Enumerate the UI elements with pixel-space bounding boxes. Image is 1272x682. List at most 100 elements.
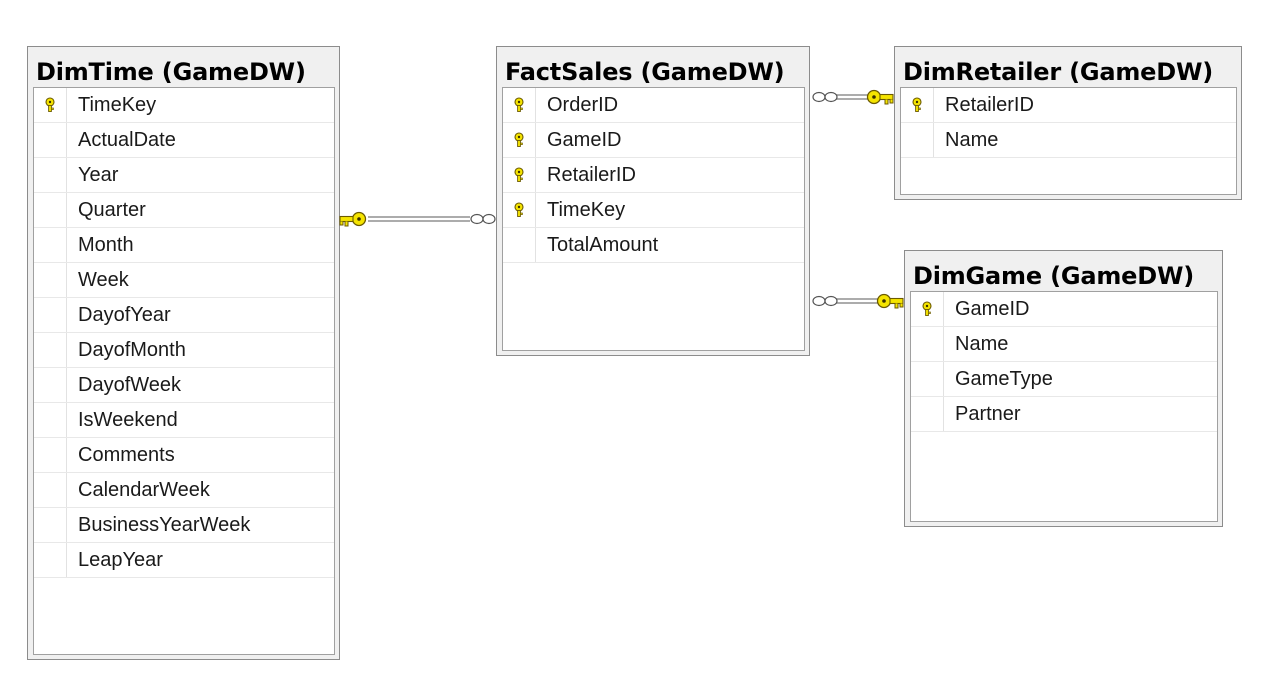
column-name: OrderID xyxy=(547,93,619,116)
row-selector xyxy=(34,403,67,437)
column-name: Year xyxy=(78,163,119,186)
column-name: Month xyxy=(78,233,134,256)
column-row[interactable]: Name xyxy=(901,123,1236,158)
column-grid: RetailerID Name xyxy=(900,87,1237,195)
key-icon xyxy=(512,167,526,183)
row-selector xyxy=(34,88,67,122)
column-row[interactable]: GameID xyxy=(503,123,804,158)
relationship-factsales-dimgame[interactable] xyxy=(812,293,904,309)
row-selector xyxy=(34,228,67,262)
column-name: ActualDate xyxy=(78,128,176,151)
column-row[interactable]: DayofMonth xyxy=(34,333,334,368)
column-row[interactable]: Name xyxy=(911,327,1217,362)
column-name: DayofYear xyxy=(78,303,171,326)
column-row[interactable]: Year xyxy=(34,158,334,193)
table-title: DimGame (GameDW) xyxy=(913,262,1195,290)
key-icon xyxy=(339,211,367,227)
column-name: Comments xyxy=(78,443,175,466)
key-icon xyxy=(512,97,526,113)
column-name: DayofMonth xyxy=(78,338,186,361)
column-row[interactable]: GameType xyxy=(911,362,1217,397)
column-row[interactable]: GameID xyxy=(911,292,1217,327)
key-icon xyxy=(866,89,894,105)
row-selector xyxy=(34,473,67,507)
column-row[interactable]: OrderID xyxy=(503,88,804,123)
column-row[interactable]: BusinessYearWeek xyxy=(34,508,334,543)
row-selector xyxy=(34,123,67,157)
column-name: TotalAmount xyxy=(547,233,659,256)
column-row[interactable]: TimeKey xyxy=(503,193,804,228)
infinity-icon xyxy=(470,213,496,225)
row-selector xyxy=(503,123,536,157)
row-selector xyxy=(901,88,934,122)
column-row[interactable]: Month xyxy=(34,228,334,263)
row-selector xyxy=(34,193,67,227)
column-row[interactable]: IsWeekend xyxy=(34,403,334,438)
relationship-factsales-dimtime[interactable] xyxy=(339,211,496,227)
row-selector xyxy=(34,508,67,542)
row-selector xyxy=(34,368,67,402)
row-selector xyxy=(34,263,67,297)
key-icon xyxy=(512,132,526,148)
row-selector xyxy=(901,123,934,157)
column-name: GameType xyxy=(955,367,1053,390)
column-name: Name xyxy=(955,332,1009,355)
column-name: Week xyxy=(78,268,129,291)
column-row[interactable]: Week xyxy=(34,263,334,298)
column-name: TimeKey xyxy=(547,198,626,221)
column-row[interactable]: Quarter xyxy=(34,193,334,228)
column-name: RetailerID xyxy=(945,93,1034,116)
column-name: TimeKey xyxy=(78,93,157,116)
key-icon xyxy=(910,97,924,113)
key-icon xyxy=(876,293,904,309)
row-selector xyxy=(911,327,944,361)
row-selector xyxy=(34,333,67,367)
table-title: DimTime (GameDW) xyxy=(36,58,306,86)
row-selector xyxy=(34,438,67,472)
table-factsales[interactable]: FactSales (GameDW) OrderID GameID Retailer… xyxy=(496,46,810,356)
column-name: Quarter xyxy=(78,198,146,221)
column-name: Name xyxy=(945,128,999,151)
column-name: LeapYear xyxy=(78,548,163,571)
column-name: DayofWeek xyxy=(78,373,182,396)
column-row[interactable]: RetailerID xyxy=(901,88,1236,123)
row-selector xyxy=(34,543,67,577)
row-selector xyxy=(34,158,67,192)
column-row[interactable]: TotalAmount xyxy=(503,228,804,263)
row-selector xyxy=(503,158,536,192)
key-icon xyxy=(920,301,934,317)
column-row[interactable]: RetailerID xyxy=(503,158,804,193)
infinity-icon xyxy=(812,295,838,307)
infinity-icon xyxy=(812,91,838,103)
column-row[interactable]: DayofWeek xyxy=(34,368,334,403)
column-name: BusinessYearWeek xyxy=(78,513,251,536)
column-name: GameID xyxy=(547,128,622,151)
table-title: DimRetailer (GameDW) xyxy=(903,58,1214,86)
column-name: IsWeekend xyxy=(78,408,178,431)
column-row[interactable]: CalendarWeek xyxy=(34,473,334,508)
key-icon xyxy=(512,202,526,218)
row-selector xyxy=(503,228,536,262)
column-name: GameID xyxy=(955,297,1030,320)
row-selector xyxy=(911,362,944,396)
row-selector xyxy=(911,397,944,431)
column-row[interactable]: Comments xyxy=(34,438,334,473)
column-row[interactable]: Partner xyxy=(911,397,1217,432)
column-row[interactable]: ActualDate xyxy=(34,123,334,158)
row-selector xyxy=(503,88,536,122)
column-name: CalendarWeek xyxy=(78,478,210,501)
column-row[interactable]: LeapYear xyxy=(34,543,334,578)
table-dimretailer[interactable]: DimRetailer (GameDW) RetailerID Name xyxy=(894,46,1242,200)
column-row[interactable]: DayofYear xyxy=(34,298,334,333)
table-title: FactSales (GameDW) xyxy=(505,58,785,86)
column-name: Partner xyxy=(955,402,1021,425)
column-row[interactable]: TimeKey xyxy=(34,88,334,123)
relationship-factsales-dimretailer[interactable] xyxy=(812,89,894,105)
row-selector xyxy=(34,298,67,332)
